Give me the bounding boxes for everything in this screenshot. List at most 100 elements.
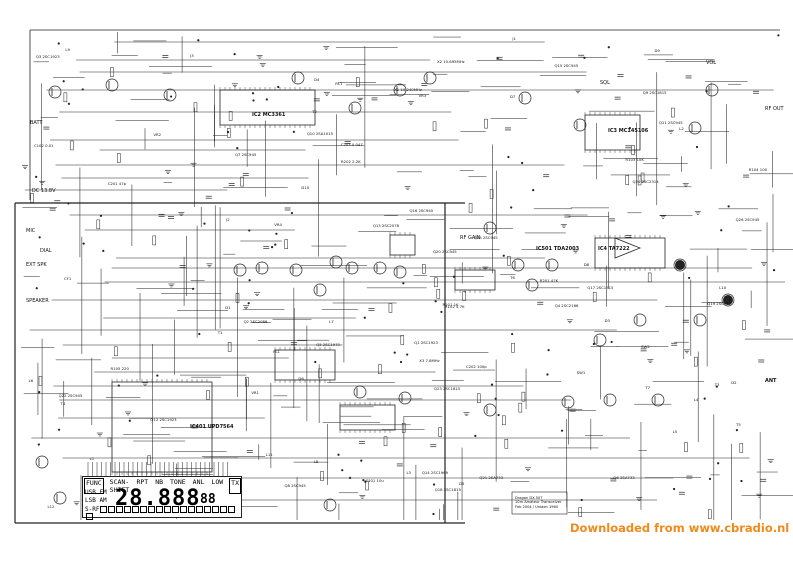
junction	[494, 397, 497, 400]
connector-label: EXT SPK	[26, 262, 47, 268]
component-label: FL1	[273, 349, 280, 355]
junction	[57, 428, 61, 431]
component-label: SW1	[576, 369, 586, 375]
resistor	[647, 272, 652, 283]
junction	[521, 161, 524, 165]
junction	[560, 429, 564, 432]
junction	[607, 46, 610, 49]
junction	[546, 373, 549, 376]
junction	[672, 487, 676, 491]
junction	[67, 202, 70, 205]
junction	[251, 92, 255, 95]
junction	[128, 419, 131, 422]
junction	[117, 384, 120, 387]
junction	[337, 453, 340, 456]
transistor	[48, 85, 62, 99]
junction	[727, 205, 730, 208]
resistor	[438, 427, 442, 437]
junction	[82, 242, 85, 245]
control-label: VOL	[706, 60, 717, 66]
junction	[248, 229, 251, 232]
resistor	[436, 288, 441, 299]
component-label: C202 100p	[465, 364, 487, 370]
resistor	[739, 443, 744, 453]
resistor	[518, 402, 523, 413]
resistor	[378, 364, 382, 374]
lcd-mode-label: LSB AM	[85, 497, 107, 504]
component-label: L3	[406, 469, 411, 475]
junction	[490, 383, 494, 386]
transistor	[348, 101, 362, 115]
junction	[406, 353, 409, 356]
resistor	[640, 172, 645, 183]
component-label: C101 10u	[365, 477, 384, 483]
integrated-circuit	[219, 89, 316, 126]
component-label: T3	[714, 382, 720, 388]
connector-label: SPEAKER	[26, 298, 49, 304]
connector-label: ANT	[765, 378, 777, 384]
junction	[62, 80, 65, 83]
junction	[402, 282, 405, 285]
resistor	[388, 303, 393, 313]
transistor	[561, 395, 575, 409]
junction	[547, 349, 550, 352]
transistor	[633, 313, 647, 327]
component-label: Q25 2SC945	[473, 234, 498, 240]
junction	[720, 229, 723, 232]
transistor	[483, 403, 497, 417]
resistor	[206, 390, 210, 400]
junction	[57, 42, 60, 45]
resistor	[502, 415, 506, 426]
op-amp	[614, 237, 642, 259]
component-label: Q6 2SA733	[613, 475, 635, 481]
component-label: X2 10.695MHz	[437, 59, 465, 65]
transistor	[511, 258, 525, 272]
resistor	[432, 121, 437, 132]
resistor	[30, 193, 34, 203]
component-label: D3	[604, 318, 610, 324]
component-label: VR1	[251, 390, 259, 396]
connector-label: DC 13.8V	[32, 188, 56, 194]
junction	[38, 391, 41, 394]
junction	[37, 443, 40, 446]
resistor	[227, 342, 232, 352]
junction	[341, 469, 344, 472]
integrated-circuit	[339, 404, 396, 431]
junction	[432, 512, 435, 516]
lcd-mode-label: USB FM	[85, 489, 107, 496]
junction	[81, 88, 84, 91]
junction	[735, 429, 739, 432]
junction	[772, 269, 776, 272]
resistor	[38, 376, 43, 386]
transistor	[53, 491, 67, 505]
component-label: VR2	[153, 132, 162, 138]
component-label: D2	[731, 379, 737, 385]
junction	[695, 145, 699, 149]
transistor	[603, 393, 617, 407]
junction	[532, 189, 535, 192]
junction	[360, 459, 363, 462]
component-label: T2	[312, 108, 317, 114]
junction	[314, 360, 317, 364]
transistor	[423, 71, 437, 85]
resistor	[521, 391, 526, 402]
junction	[363, 316, 366, 319]
resistor	[578, 507, 583, 517]
title-block-frame	[511, 491, 568, 515]
component-label: L5	[672, 429, 678, 435]
resistor	[240, 176, 244, 187]
junction	[434, 300, 437, 303]
junction	[290, 211, 294, 215]
resistor	[107, 437, 112, 448]
component-label: L4	[693, 396, 699, 402]
component-label: R104 100	[748, 166, 768, 172]
resistor	[228, 111, 233, 121]
component-label: T6	[510, 275, 515, 280]
component-label: L2	[679, 125, 684, 131]
lcd-indicator: TX	[229, 478, 241, 494]
junction	[248, 279, 251, 282]
component-label: Q13 2SC2078	[372, 223, 400, 229]
ic-label: IC501 TDA2003	[536, 246, 580, 252]
junction	[38, 236, 41, 239]
